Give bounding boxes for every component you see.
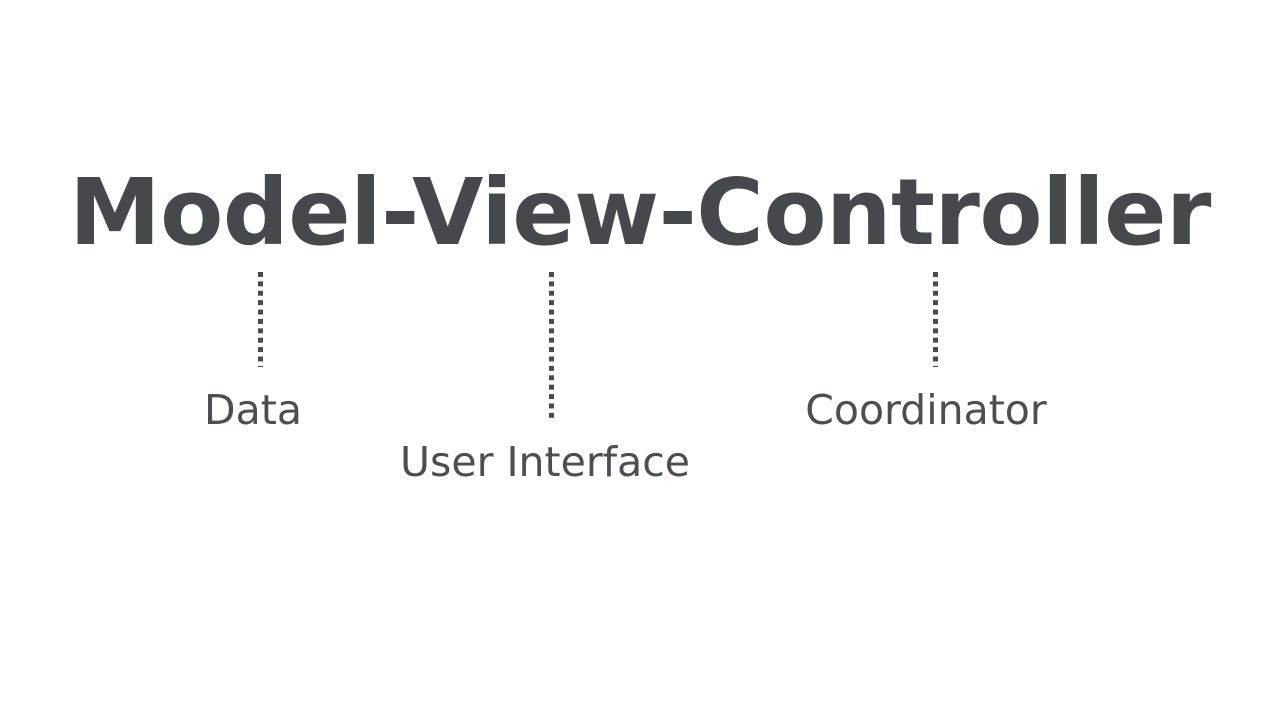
label-view-user-interface: User Interface xyxy=(399,438,691,486)
label-model-data: Data xyxy=(204,386,302,434)
connector-line-model xyxy=(258,272,263,367)
page-title: Model-View-Controller xyxy=(69,159,1211,266)
label-controller-coordinator: Coordinator xyxy=(805,386,1047,434)
connector-line-controller xyxy=(933,272,938,367)
connector-line-view xyxy=(549,272,554,421)
